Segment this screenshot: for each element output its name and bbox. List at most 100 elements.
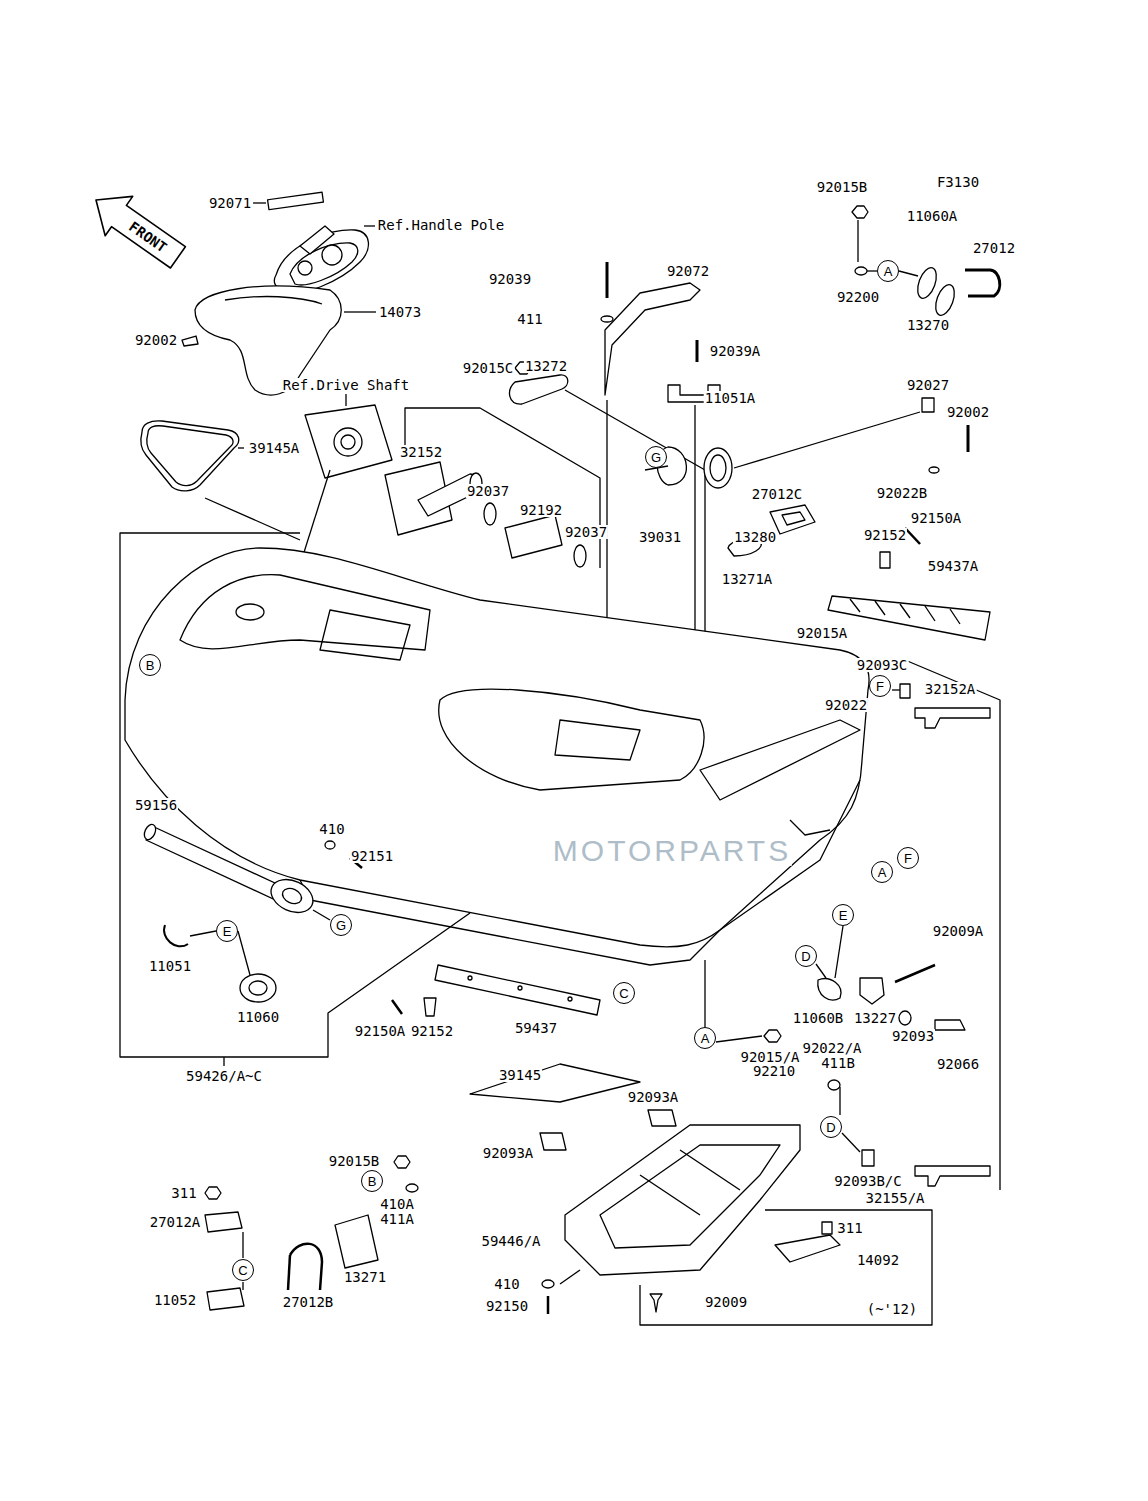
hull — [790, 820, 830, 835]
callout-number: 92071 — [208, 196, 252, 210]
drive-shaft-plate — [305, 405, 392, 478]
drain-cap — [967, 425, 970, 452]
reference-letter: C — [232, 1259, 254, 1281]
bracket-and-bolts — [510, 375, 568, 404]
callout-number: 59437A — [927, 559, 980, 573]
callout-number: 92210 — [752, 1064, 796, 1078]
pump-cover — [560, 1270, 580, 1284]
pump-cover — [565, 1125, 800, 1275]
rear-handle-and-rail — [850, 599, 960, 624]
front-arrow — [82, 180, 191, 277]
bow-eye-parts — [205, 1187, 221, 1199]
handle-pole-plate — [253, 192, 375, 293]
rear-handle-and-rail — [905, 528, 920, 544]
rear-handle-and-rail — [828, 596, 990, 640]
hull — [125, 548, 869, 947]
reference-letter-text: F — [904, 852, 912, 865]
callout-number: 92022 — [824, 698, 868, 712]
handle-pole-plate — [322, 245, 342, 265]
hose-and-flange — [249, 981, 267, 995]
hose-and-flange — [238, 931, 250, 975]
tow-hook-assembly — [932, 282, 958, 318]
hull-bracket — [120, 533, 470, 1057]
drive-shaft-plate — [300, 470, 330, 565]
reference-letter: F — [869, 675, 891, 697]
callout-number: 39145 — [498, 1068, 542, 1082]
callout-number: 13227 — [853, 1011, 897, 1025]
lower-right-parts — [839, 1087, 840, 1115]
hull — [125, 548, 869, 965]
side-rail — [392, 960, 705, 1102]
reference-letter: A — [877, 260, 899, 282]
hull — [180, 575, 430, 650]
callout-number: 311 — [836, 1221, 863, 1235]
callout-number: 92002 — [134, 333, 178, 347]
hose-and-flange — [325, 841, 335, 849]
callout-number: 92150A — [354, 1024, 407, 1038]
reference-letter-text: D — [801, 950, 810, 963]
lower-right-parts — [816, 964, 826, 978]
side-rail — [468, 976, 472, 980]
callout-number: 311 — [170, 1186, 197, 1200]
callout-number: 13271A — [721, 572, 774, 586]
pump-cover — [640, 1210, 932, 1325]
lower-right-parts — [842, 1133, 860, 1152]
fitting-32152A — [892, 689, 900, 690]
reference-letter: C — [613, 982, 635, 1004]
callout-number: 92027 — [906, 378, 950, 392]
callout-number: 92093C — [856, 658, 909, 672]
callout-number: 92039 — [488, 272, 532, 286]
pump-cover — [775, 1235, 840, 1262]
handle-pole-plate — [290, 243, 358, 285]
callout-number: 59446/A — [480, 1234, 541, 1248]
exhaust-duct — [484, 503, 496, 525]
exhaust-duct — [505, 515, 562, 558]
hull — [236, 604, 264, 620]
hose-and-flange — [146, 826, 290, 904]
hose-and-flange — [266, 873, 319, 919]
callout-number: 92002 — [946, 405, 990, 419]
bow-eye-parts — [406, 1184, 418, 1192]
callout-number: 92093A — [482, 1146, 535, 1160]
hull — [439, 689, 704, 790]
seat — [344, 311, 376, 312]
callout-number: 59156 — [134, 798, 178, 812]
direction-label: FRONT — [126, 219, 170, 256]
pump-cover — [542, 1280, 554, 1288]
hull — [300, 880, 720, 965]
lower-right-parts — [818, 979, 841, 1000]
bow-eye-parts — [205, 1156, 418, 1310]
hull — [320, 610, 410, 660]
reference-letter-text: A — [701, 1032, 710, 1045]
hose-and-flange — [190, 931, 216, 936]
callout-number: 92066 — [936, 1057, 980, 1071]
reference-letter-text: C — [238, 1264, 247, 1277]
hull — [555, 720, 640, 760]
callout-number: 11060A — [906, 209, 959, 223]
lower-right-parts — [915, 1166, 990, 1186]
callout-number: 11051 — [148, 959, 192, 973]
pump-cover — [648, 1110, 676, 1126]
callout-number: 92151 — [350, 849, 394, 863]
callout-number: 13270 — [906, 318, 950, 332]
gasket — [147, 426, 233, 486]
rear-handle-and-rail — [782, 512, 805, 525]
callout-number: 32152 — [399, 445, 443, 459]
reference-letter-text: E — [839, 909, 848, 922]
callout-number: 92093 — [891, 1029, 935, 1043]
side-rail — [435, 965, 600, 1015]
callout-number: 13272 — [524, 359, 568, 373]
hose-and-flange — [142, 823, 158, 842]
pump-cover — [540, 1133, 566, 1150]
tow-hook-assembly — [867, 270, 877, 271]
reference-letter: B — [361, 1170, 383, 1192]
pump-cover — [640, 1175, 700, 1215]
exhaust-duct — [385, 408, 600, 568]
drive-shaft-plate — [334, 428, 362, 456]
reference-letter: F — [897, 847, 919, 869]
drive-shaft-plate — [341, 435, 355, 449]
reference-letter-text: F — [876, 680, 884, 693]
pump-cover — [650, 1294, 662, 1312]
hose-and-flange — [240, 974, 276, 1002]
